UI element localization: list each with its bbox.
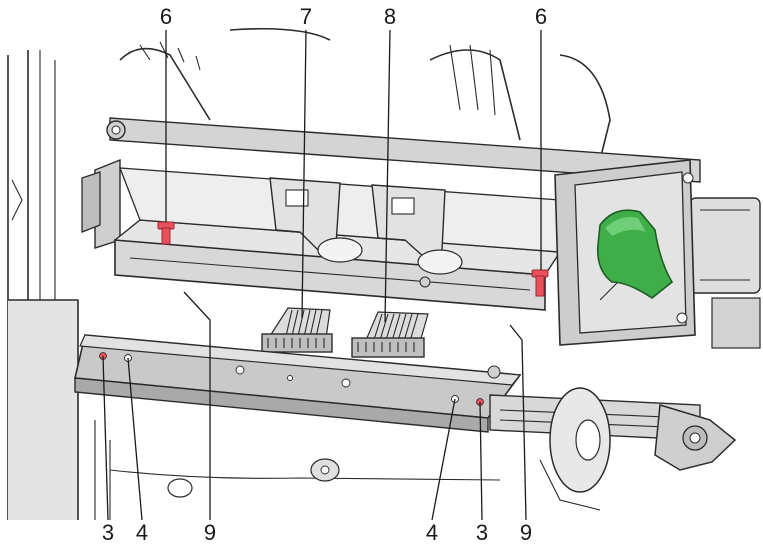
leader-3-right [479, 401, 483, 521]
callout-4-right: 4 [426, 520, 438, 545]
printer-frame [7, 27, 761, 520]
leader-4-left [127, 357, 143, 521]
locking-screw-6-right [531, 269, 549, 297]
release-lever-green [596, 209, 674, 299]
callout-6-left: 6 [160, 4, 172, 29]
callout-3-left: 3 [102, 520, 114, 545]
callout-4-left: 4 [136, 520, 148, 545]
printhead-carrier [113, 167, 562, 311]
platen-roller [489, 387, 737, 493]
callout-labels: 6 7 8 6 3 4 9 4 3 9 [102, 4, 547, 545]
callout-9-left: 9 [204, 520, 216, 545]
callout-3-right: 3 [476, 520, 488, 545]
callout-8: 8 [384, 4, 396, 29]
callout-7: 7 [300, 4, 312, 29]
leader-9-right [509, 324, 527, 521]
left-bracket [81, 158, 121, 249]
leader-9-left [183, 291, 211, 520]
ribbon-cable-8 [351, 311, 429, 358]
leader-7 [301, 29, 307, 319]
lower-frame [94, 420, 601, 520]
upper-rod [106, 117, 701, 183]
leader-8 [384, 29, 391, 323]
callout-6-right: 6 [535, 4, 547, 29]
leader-4-right [431, 398, 456, 521]
ribbon-cable-7 [261, 307, 333, 353]
callout-9-right: 9 [520, 520, 532, 545]
leader-3-left [102, 355, 109, 521]
locking-screw-6-left [157, 221, 175, 245]
leader-lines [102, 29, 542, 521]
printhead [74, 334, 522, 433]
